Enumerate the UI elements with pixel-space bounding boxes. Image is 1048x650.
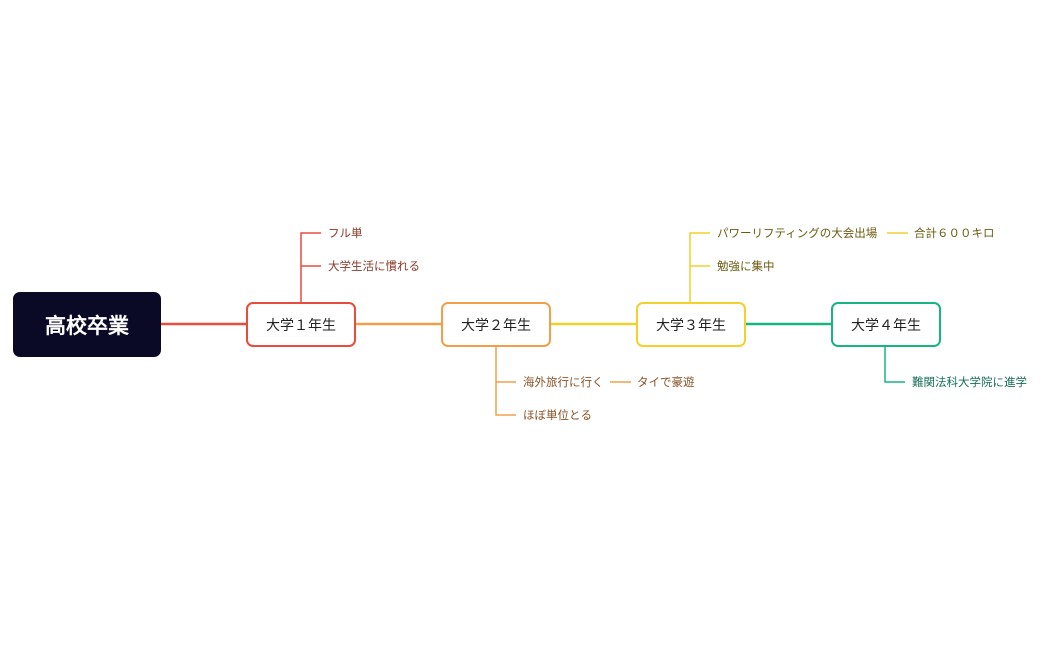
- year-2-item-2[interactable]: ほぼ単位とる: [523, 408, 592, 422]
- year-1-item-2[interactable]: 大学生活に慣れる: [328, 259, 420, 273]
- year-3-node[interactable]: 大学３年生: [636, 302, 746, 347]
- year-1-node[interactable]: 大学１年生: [246, 302, 356, 347]
- year-1-label: 大学１年生: [266, 317, 336, 334]
- year-2-item-1[interactable]: 海外旅行に行く: [523, 375, 604, 389]
- year-4-node[interactable]: 大学４年生: [831, 302, 941, 347]
- year-2-label: 大学２年生: [461, 317, 531, 334]
- year-3-item-1-child[interactable]: 合計６００キロ: [914, 226, 995, 240]
- year-2-node[interactable]: 大学２年生: [441, 302, 551, 347]
- year-1-item-1[interactable]: フル単: [328, 226, 363, 240]
- year-2-item-1-child[interactable]: タイで豪遊: [637, 375, 695, 389]
- year-4-item-1[interactable]: 難関法科大学院に進学: [912, 375, 1027, 389]
- root-label: 高校卒業: [45, 313, 129, 338]
- year-4-label: 大学４年生: [851, 317, 921, 334]
- branch-y2: [495, 346, 516, 416]
- branch-y1: [300, 232, 321, 303]
- branch-y3: [689, 232, 710, 303]
- year-3-item-2[interactable]: 勉強に集中: [717, 259, 775, 273]
- root-node[interactable]: 高校卒業: [13, 292, 161, 357]
- year-3-item-1[interactable]: パワーリフティングの大会出場: [717, 226, 878, 240]
- branch-y4: [884, 346, 905, 383]
- year-3-label: 大学３年生: [656, 317, 726, 334]
